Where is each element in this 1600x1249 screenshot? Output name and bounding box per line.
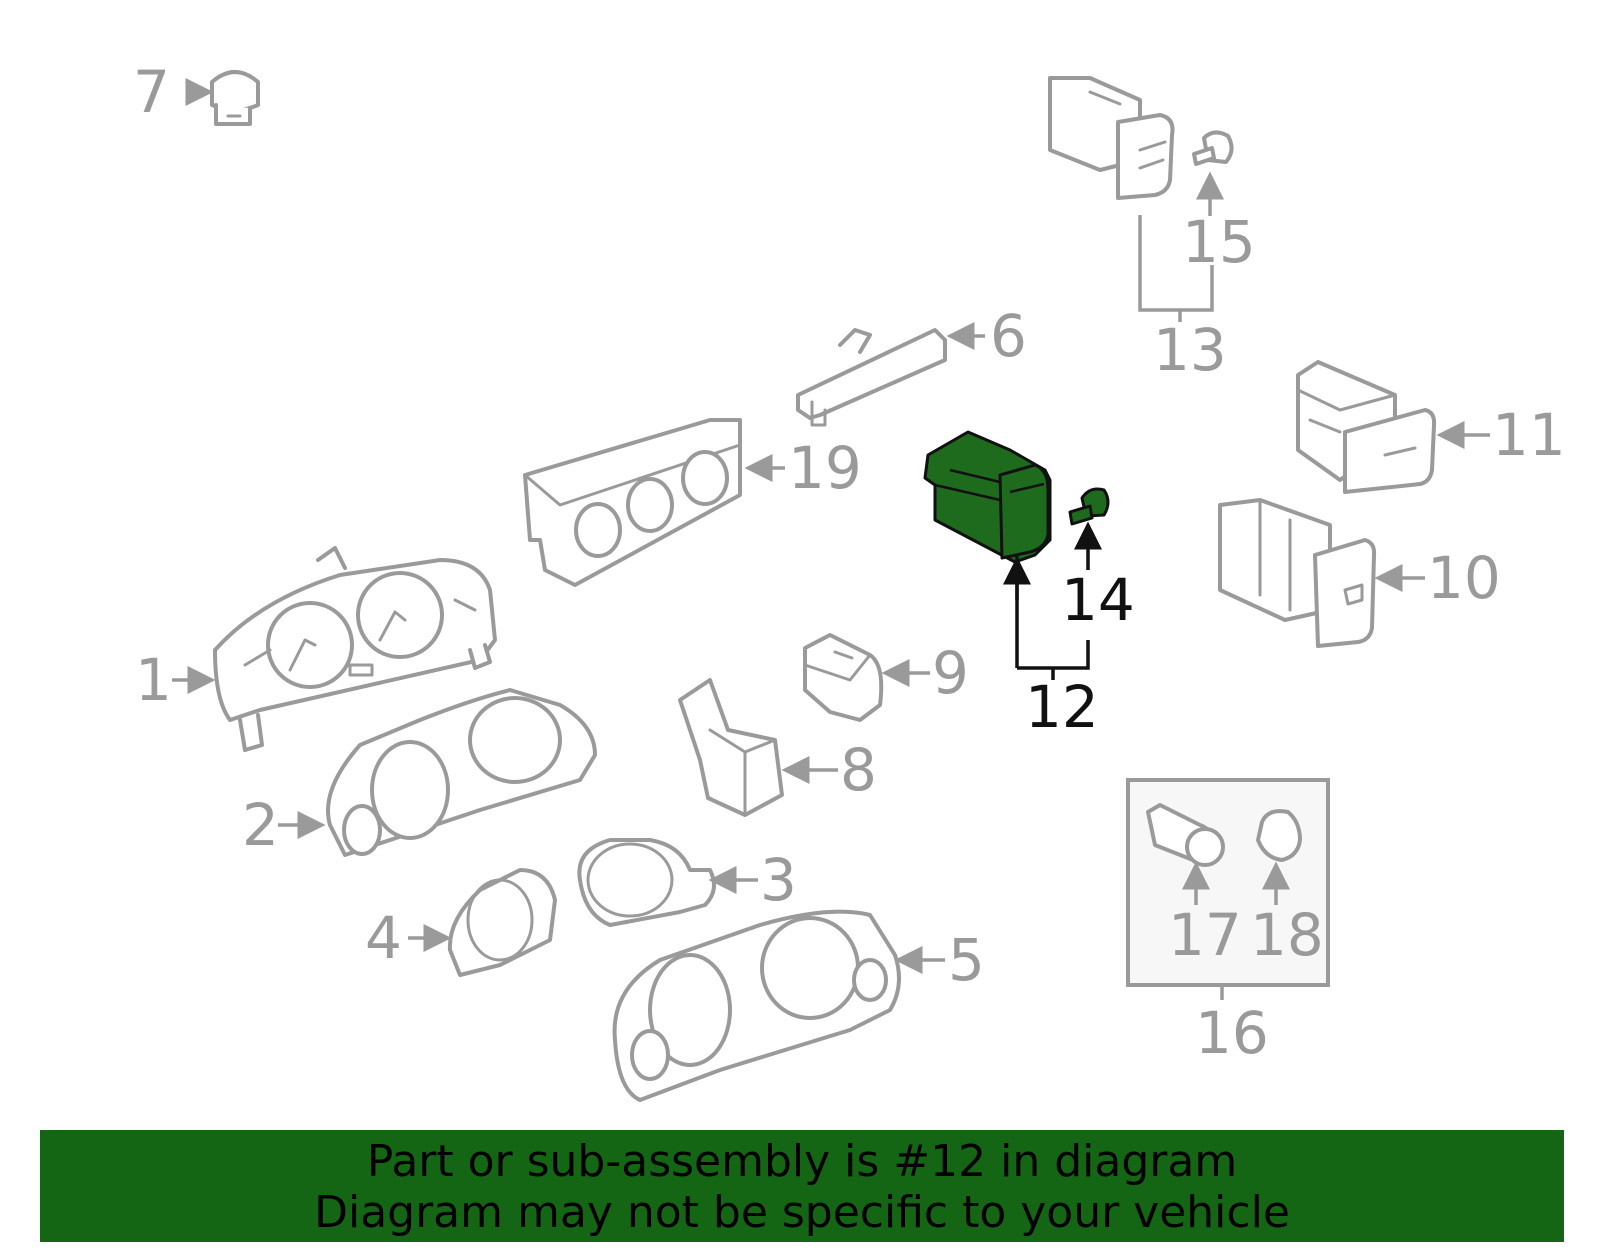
callout-17: 17 [1168, 901, 1242, 969]
banner-line-1: Part or sub-assembly is #12 in diagram [366, 1136, 1238, 1187]
part-4-bezel [447, 868, 557, 977]
part-19-climate-control [523, 418, 742, 587]
part-11-switch [1296, 360, 1437, 494]
callout-14: 14 [1061, 566, 1135, 634]
callout-12: 12 [1025, 673, 1099, 741]
part-5-cluster-lens [612, 909, 901, 1102]
callout-13: 13 [1153, 316, 1227, 384]
callout-4: 4 [365, 904, 402, 972]
part-6-strip [796, 328, 947, 427]
callout-8: 8 [840, 736, 877, 804]
callout-1: 1 [135, 646, 172, 714]
leader-lines-highlighted [1003, 521, 1102, 680]
part-10-switch [1218, 498, 1377, 648]
leader-lines [172, 78, 1490, 1000]
part-16-kit-box [1126, 778, 1330, 987]
callout-6: 6 [990, 302, 1027, 370]
part-9-switch [803, 633, 884, 722]
part-14-screw-highlighted [1068, 487, 1110, 526]
part-3-bezel [577, 838, 716, 927]
banner-line-2: Diagram may not be specific to your vehi… [314, 1187, 1290, 1238]
part-1-instrument-cluster [213, 546, 497, 752]
callout-3: 3 [760, 846, 797, 914]
part-7-clip [210, 70, 260, 126]
part-2-bezel [326, 688, 597, 857]
part-13-switch [1048, 76, 1175, 200]
callout-11: 11 [1492, 401, 1566, 469]
callout-10: 10 [1427, 544, 1501, 612]
callout-16: 16 [1195, 999, 1269, 1067]
part-15-screw [1192, 130, 1234, 166]
callout-2: 2 [242, 791, 279, 859]
part-12-switch-highlighted [923, 430, 1052, 564]
callout-19: 19 [788, 434, 862, 502]
info-banner: Part or sub-assembly is #12 in diagram D… [40, 1130, 1564, 1242]
callout-5: 5 [948, 926, 985, 994]
callout-7: 7 [133, 58, 170, 126]
callout-18: 18 [1250, 901, 1324, 969]
part-8-bracket [678, 678, 784, 817]
callout-9: 9 [932, 639, 969, 707]
callout-15: 15 [1182, 208, 1256, 276]
